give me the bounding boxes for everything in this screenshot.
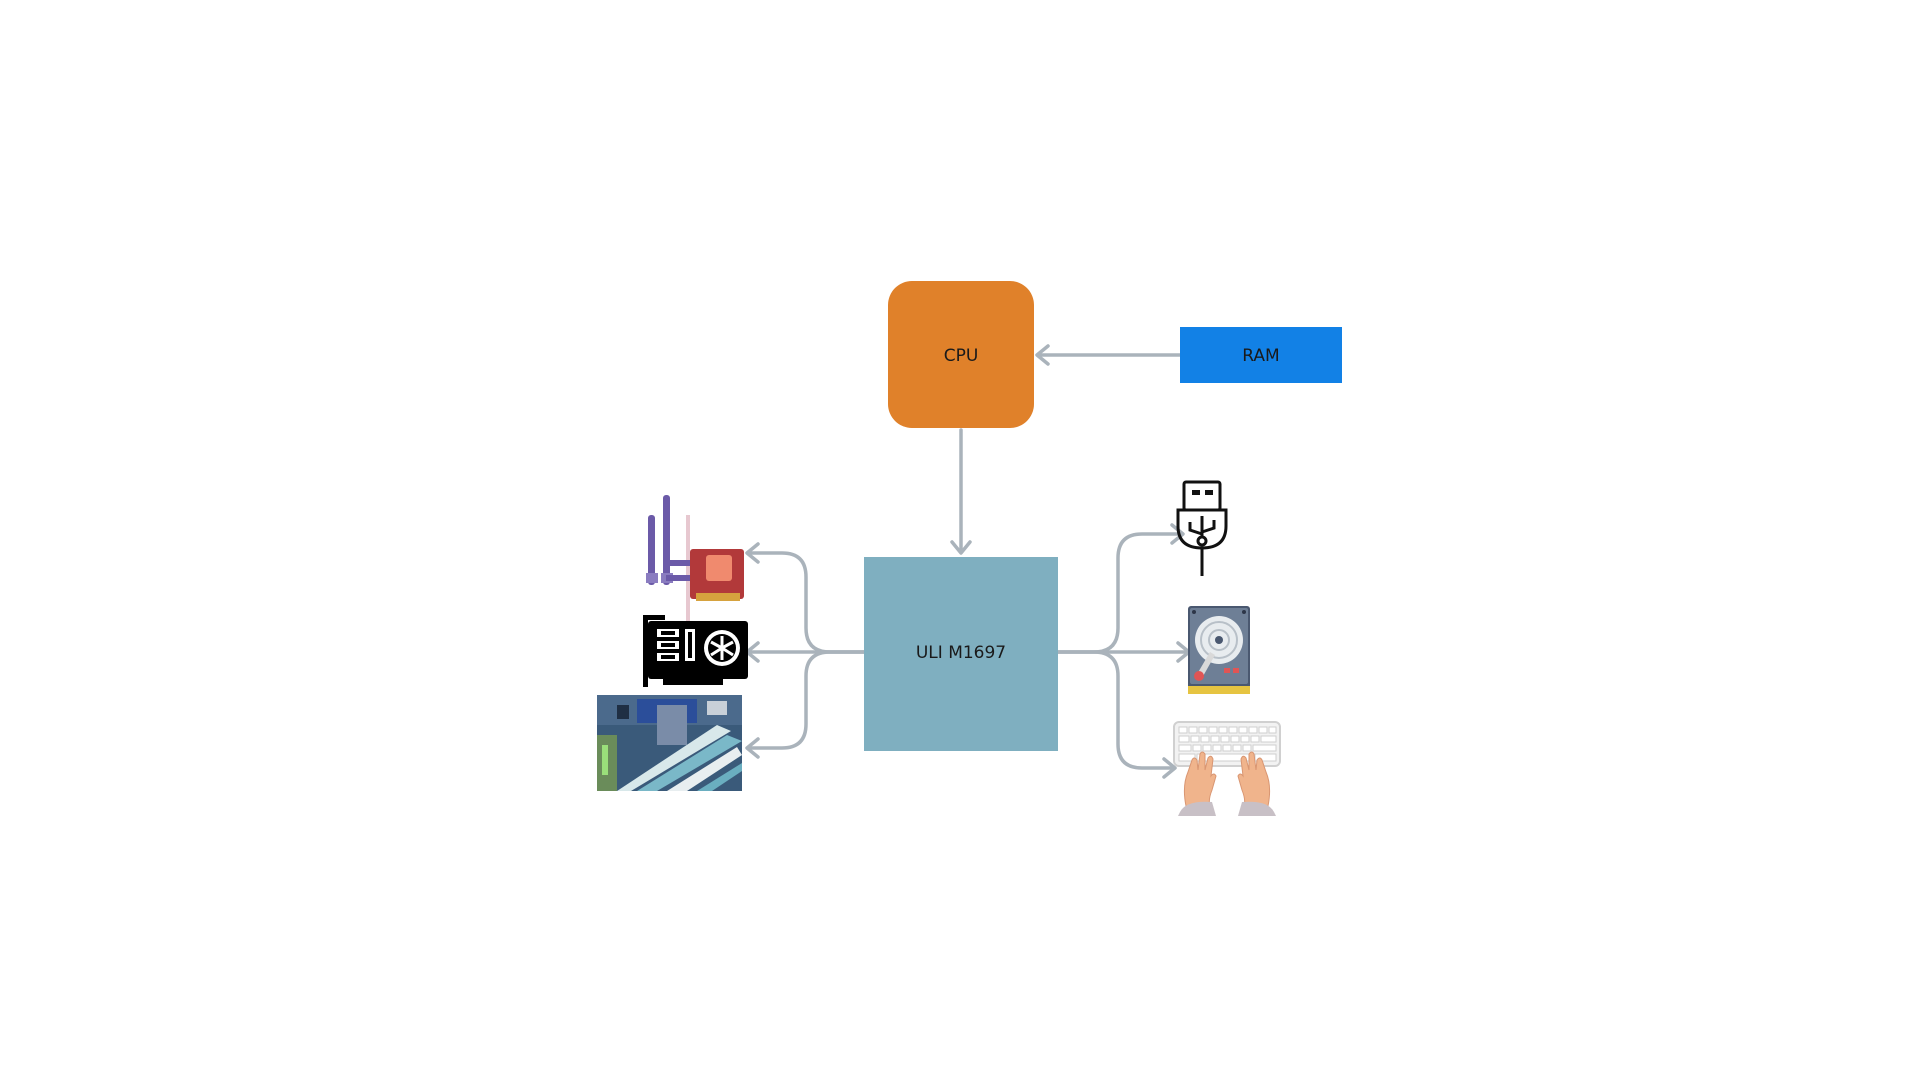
cpu-node[interactable]: CPU — [888, 281, 1034, 428]
cpu-label: CPU — [944, 346, 979, 366]
cpu-box — [888, 281, 1034, 428]
arrowhead-pci — [745, 737, 760, 759]
ram-node[interactable]: RAM — [1180, 327, 1342, 383]
arrowhead-keyboard — [1162, 757, 1177, 779]
arrowhead-chipset — [950, 540, 972, 555]
connector-chipset-pci — [746, 650, 866, 750]
chipset-box — [864, 557, 1058, 751]
graphics-card-icon[interactable] — [643, 615, 748, 687]
arrowhead-cpu — [1035, 344, 1050, 366]
arrowhead-usb — [1170, 523, 1185, 545]
pci-slots-icon[interactable] — [597, 695, 742, 791]
chipset-node[interactable]: ULI M1697 — [864, 557, 1058, 751]
connector-chipset-wifi — [746, 551, 866, 654]
hard-drive-icon[interactable] — [1188, 606, 1250, 694]
usb-icon[interactable] — [1176, 480, 1228, 576]
chipset-label: ULI M1697 — [916, 643, 1006, 663]
keyboard-hands-icon[interactable] — [1173, 721, 1281, 816]
connector-chipset-keyboard — [1056, 650, 1176, 770]
arrowhead-wifi — [745, 542, 760, 564]
wifi-card-icon[interactable] — [646, 495, 744, 625]
connector-chipset-usb — [1056, 532, 1184, 654]
ram-label: RAM — [1242, 346, 1279, 366]
ram-box — [1180, 327, 1342, 383]
